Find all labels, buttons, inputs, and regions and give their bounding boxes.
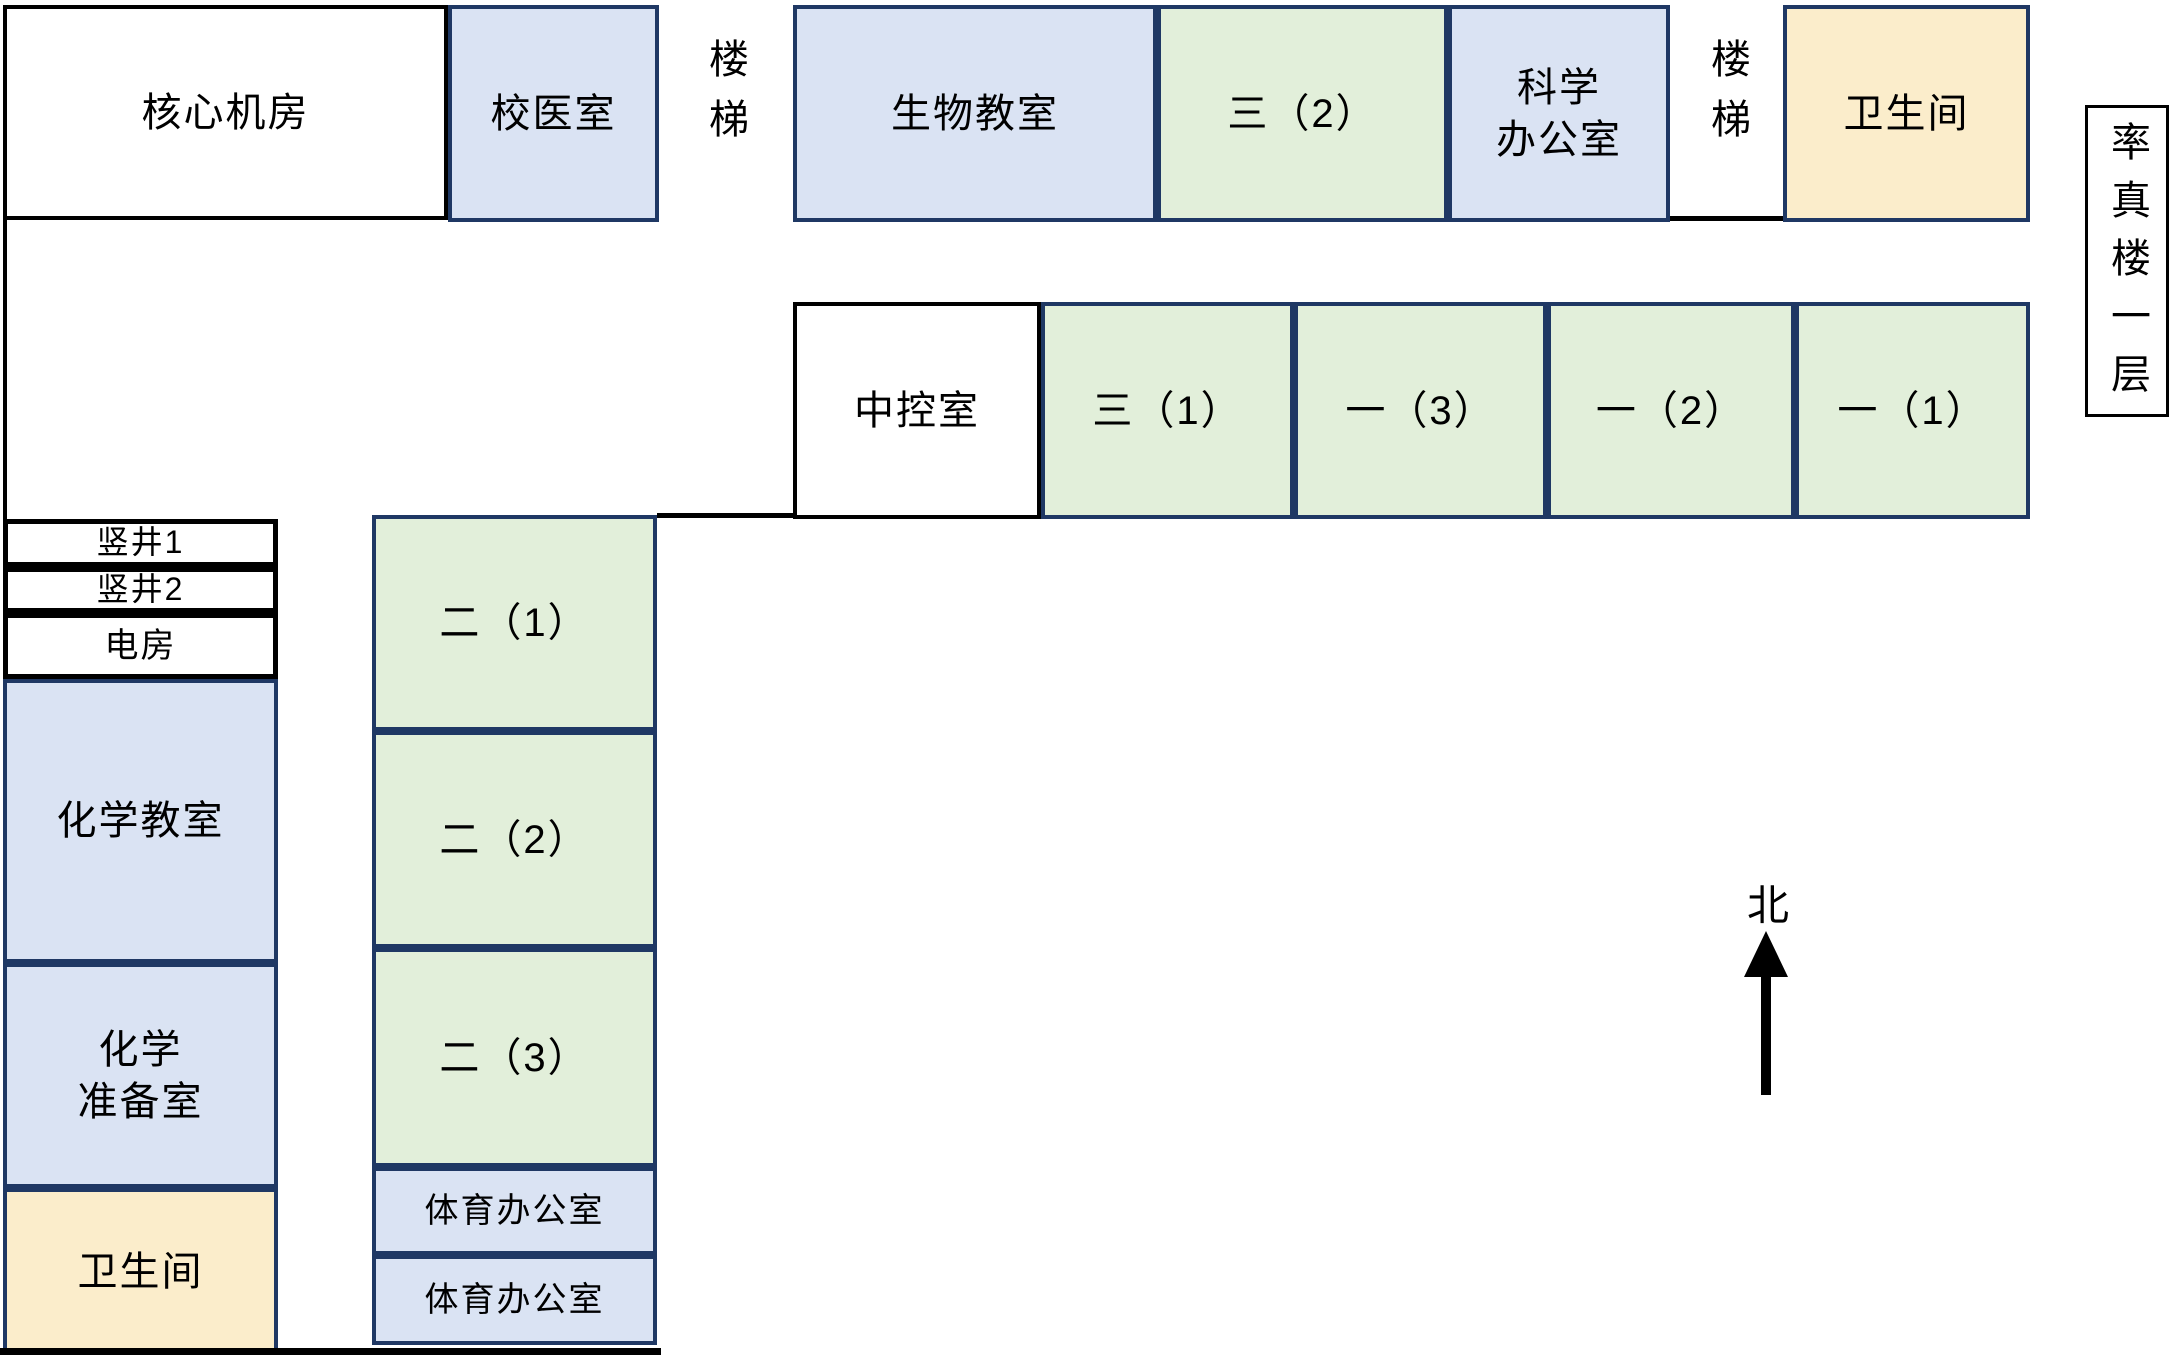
room-label: 竖井1 [96, 524, 185, 561]
stairwell-1: 楼梯 [700, 10, 750, 220]
room-pe-office-1: 体育办公室 [372, 1167, 657, 1255]
north-arrow-icon [1744, 931, 1788, 1095]
room-class-2-3: 二（3） [372, 948, 657, 1167]
room-label: 核心机房 [141, 90, 310, 135]
room-class-2-1: 二（1） [372, 515, 657, 731]
room-label: 体育办公室 [424, 1280, 605, 1319]
room-label: 体育办公室 [424, 1191, 605, 1230]
room-restroom-north: 卫生间 [1783, 5, 2030, 222]
room-label: 中控室 [854, 388, 980, 433]
room-biology-classroom: 生物教室 [793, 5, 1157, 222]
room-label: 二（2） [439, 817, 590, 862]
room-restroom-west: 卫生间 [3, 1188, 278, 1355]
room-chemistry-classroom: 化学教室 [3, 679, 278, 963]
room-label: 化学教室 [56, 799, 225, 843]
room-label: 三（1） [1092, 388, 1243, 433]
room-science-office: 科学 办公室 [1448, 5, 1670, 222]
room-label: 卫生间 [77, 1249, 204, 1294]
room-label: 竖井2 [96, 571, 185, 608]
room-label: 生物教室 [891, 91, 1059, 136]
room-label: 一（2） [1595, 388, 1747, 433]
room-label: 二（1） [439, 601, 590, 645]
building-name-plate: 率真楼一层 [2085, 105, 2169, 417]
room-label: 二（3） [439, 1035, 590, 1080]
room-chemistry-prep: 化学 准备室 [3, 963, 278, 1188]
wall-south [0, 1348, 661, 1355]
building-name: 率真楼一层 [2105, 121, 2149, 411]
room-class-3-2: 三（2） [1157, 5, 1448, 222]
room-label: 电房 [104, 626, 177, 665]
room-label: 卫生间 [1843, 91, 1970, 136]
room-label: 校医室 [490, 91, 617, 136]
stairwell-2: 楼梯 [1702, 10, 1752, 216]
stair-label: 楼梯 [1705, 38, 1749, 158]
wall-stairwell-2-south [1670, 216, 1784, 221]
room-class-2-2: 二（2） [372, 731, 657, 948]
room-shaft-1: 竖井1 [3, 519, 278, 567]
room-clinic: 校医室 [448, 5, 659, 222]
room-label: 三（2） [1227, 91, 1378, 136]
room-class-3-1: 三（1） [1041, 302, 1294, 519]
wall-corridor-connector [657, 513, 794, 518]
compass-north-label: 北 [1746, 882, 1789, 929]
room-pe-office-2: 体育办公室 [372, 1255, 657, 1345]
room-core-server: 核心机房 [3, 5, 448, 220]
room-label: 一（3） [1345, 388, 1496, 433]
room-label: 化学 准备室 [77, 1027, 204, 1124]
room-label: 科学 办公室 [1496, 65, 1622, 162]
wall-west-corridor [3, 220, 7, 519]
room-label: 一（1） [1837, 388, 1988, 433]
stair-label: 楼梯 [703, 38, 747, 158]
room-class-1-3: 一（3） [1294, 302, 1547, 519]
room-class-1-1: 一（1） [1795, 302, 2030, 519]
room-shaft-2: 竖井2 [3, 567, 278, 613]
room-power: 电房 [3, 613, 278, 679]
room-control: 中控室 [793, 302, 1041, 519]
room-class-1-2: 一（2） [1547, 302, 1795, 519]
